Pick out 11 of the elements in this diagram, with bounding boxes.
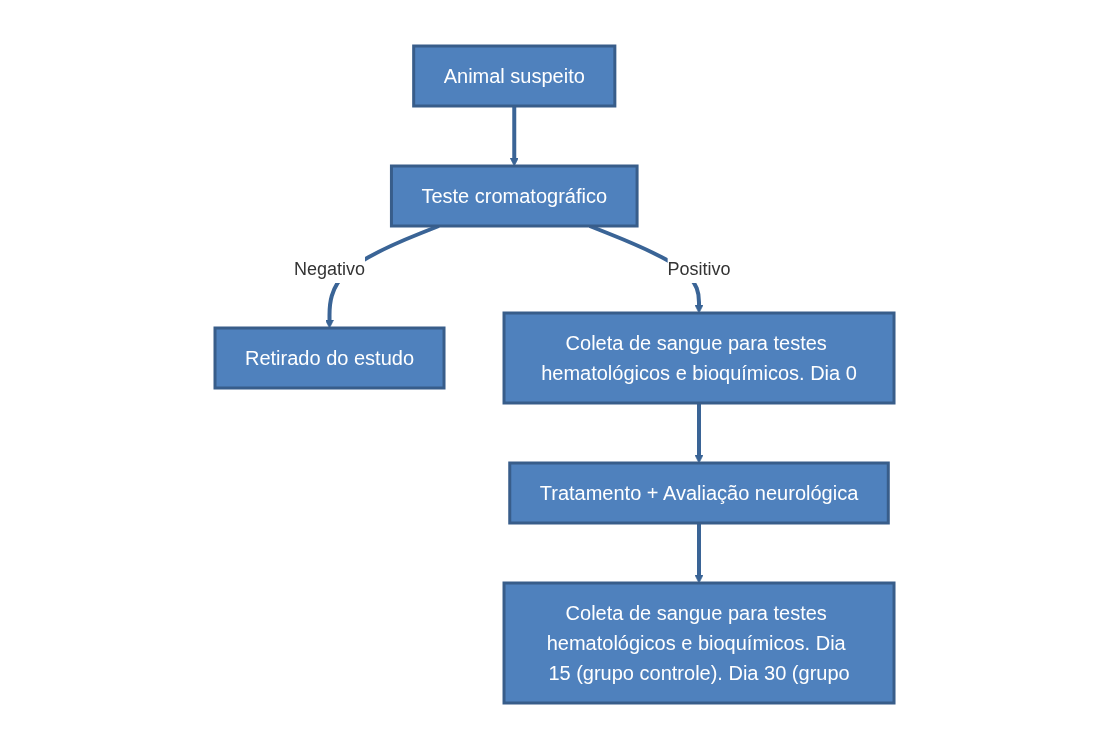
node-box: Teste cromatográfico: [389, 164, 639, 227]
arrow: [509, 105, 519, 166]
edge-label: Negativo: [293, 258, 366, 279]
edge-label: Positivo: [667, 258, 731, 279]
node-box: Retirado do estudo: [213, 326, 446, 389]
arrow: [694, 522, 704, 583]
arrow: [694, 402, 704, 463]
node-box: Coleta de sangue para testes hematológicos e bioquímicos. Dia 0: [502, 311, 896, 404]
node-box: Coleta de sangue para testes hematológicos e bioquímicos. Dia 15 (grupo controle). Dia 30 (grupo: [502, 581, 896, 704]
node-box: Animal suspeito: [412, 44, 617, 107]
node-box: Tratamento + Avaliação neurológica: [508, 461, 890, 524]
